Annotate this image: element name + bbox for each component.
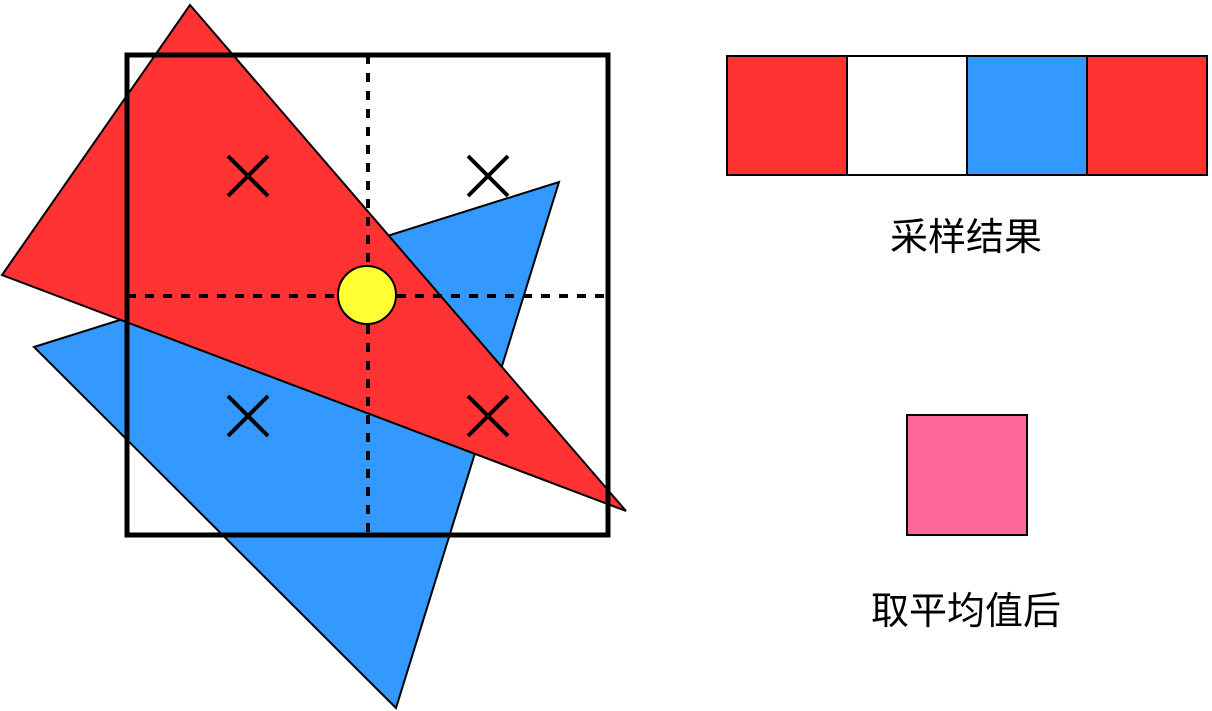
cross-icon [226,394,270,438]
sample-cell [726,55,848,176]
sample-cell [966,55,1088,176]
cross-icon [466,394,510,438]
sample-result-strip [726,55,1208,176]
cross-icon [466,154,510,198]
cross-icon [226,154,270,198]
pixel-center-dot [337,265,397,325]
sample-result-label: 采样结果 [889,215,1042,259]
average-result-swatch [906,414,1028,536]
sample-cell [1086,55,1208,176]
sample-cell [846,55,968,176]
average-result-label: 取平均值后 [870,589,1061,633]
red-triangle [0,3,627,512]
